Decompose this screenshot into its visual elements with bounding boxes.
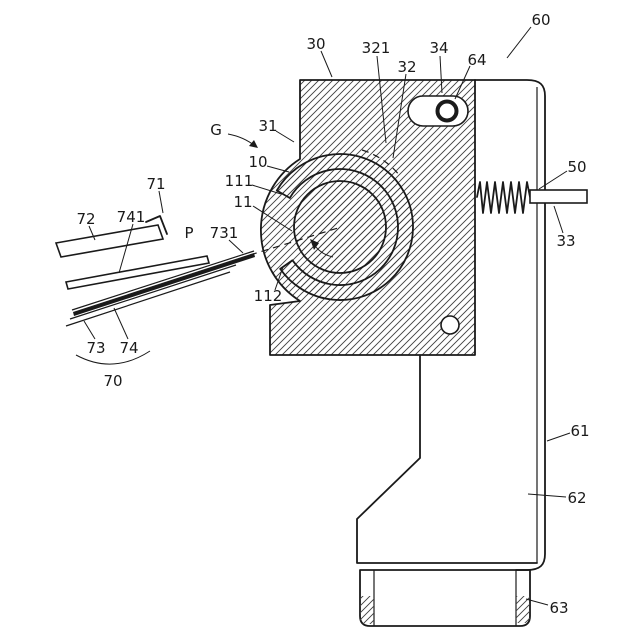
leader-731 bbox=[228, 239, 244, 254]
label-74: 74 bbox=[119, 339, 138, 357]
g-arrowhead-icon bbox=[249, 140, 258, 148]
base-block bbox=[359, 569, 531, 627]
label-P: P bbox=[184, 224, 193, 242]
rotation-arrowhead-icon bbox=[310, 239, 319, 250]
hidden-edge-dashed-arc bbox=[361, 149, 401, 177]
lower-hole bbox=[440, 315, 460, 335]
leader-64 bbox=[454, 65, 471, 100]
spring bbox=[476, 181, 531, 214]
guide-line-73 bbox=[65, 271, 231, 327]
drum-roller bbox=[293, 180, 387, 274]
plate-741 bbox=[64, 255, 211, 290]
leader-112 bbox=[274, 266, 284, 291]
label-G: G bbox=[210, 121, 222, 139]
label-73: 73 bbox=[86, 339, 105, 357]
bolt-64 bbox=[435, 99, 459, 123]
guide-line-74 bbox=[69, 264, 237, 320]
label-321: 321 bbox=[362, 39, 391, 57]
sheet-P bbox=[73, 253, 255, 316]
leader-60 bbox=[506, 26, 532, 59]
side-panel-outer bbox=[474, 79, 546, 571]
label-33: 33 bbox=[556, 232, 575, 250]
lower-body bbox=[356, 355, 538, 564]
brace-70 bbox=[75, 350, 151, 365]
label-72: 72 bbox=[76, 210, 95, 228]
label-10: 10 bbox=[248, 153, 267, 171]
label-50: 50 bbox=[567, 158, 586, 176]
label-60: 60 bbox=[531, 11, 550, 29]
label-112: 112 bbox=[254, 287, 283, 305]
leader-63 bbox=[525, 598, 549, 606]
label-111: 111 bbox=[225, 172, 254, 190]
label-741: 741 bbox=[117, 208, 146, 226]
label-32: 32 bbox=[397, 58, 416, 76]
leader-32 bbox=[392, 73, 407, 159]
leader-111 bbox=[251, 184, 282, 195]
label-62: 62 bbox=[567, 489, 586, 507]
leader-71 bbox=[158, 190, 164, 214]
label-71: 71 bbox=[146, 175, 165, 193]
label-64: 64 bbox=[467, 51, 486, 69]
label-30: 30 bbox=[306, 35, 325, 53]
guide-ring bbox=[275, 153, 414, 301]
leader-74 bbox=[113, 307, 129, 340]
label-63: 63 bbox=[549, 599, 568, 617]
leader-321 bbox=[376, 55, 387, 144]
leader-34 bbox=[439, 55, 443, 94]
tray-plate-72 bbox=[54, 224, 165, 258]
label-11: 11 bbox=[233, 193, 252, 211]
label-31: 31 bbox=[258, 117, 277, 135]
leader-31 bbox=[275, 130, 295, 143]
leader-62 bbox=[527, 493, 567, 498]
leader-72 bbox=[88, 225, 96, 241]
leader-741 bbox=[118, 223, 134, 274]
leader-50 bbox=[538, 170, 568, 190]
leader-73 bbox=[83, 320, 96, 340]
leader-11 bbox=[252, 205, 293, 232]
sheet-top-line-731 bbox=[71, 250, 255, 311]
bracket-71 bbox=[145, 215, 168, 235]
feed-path-dashed-line bbox=[249, 227, 339, 256]
leader-33 bbox=[553, 205, 564, 234]
label-34: 34 bbox=[429, 39, 448, 57]
leader-61 bbox=[546, 432, 571, 442]
label-61: 61 bbox=[570, 422, 589, 440]
shaft bbox=[529, 189, 588, 204]
leader-30 bbox=[320, 50, 333, 78]
leader-10 bbox=[266, 165, 290, 173]
label-731: 731 bbox=[210, 224, 239, 242]
label-70: 70 bbox=[103, 372, 122, 390]
base-cap-hatch bbox=[360, 596, 530, 624]
